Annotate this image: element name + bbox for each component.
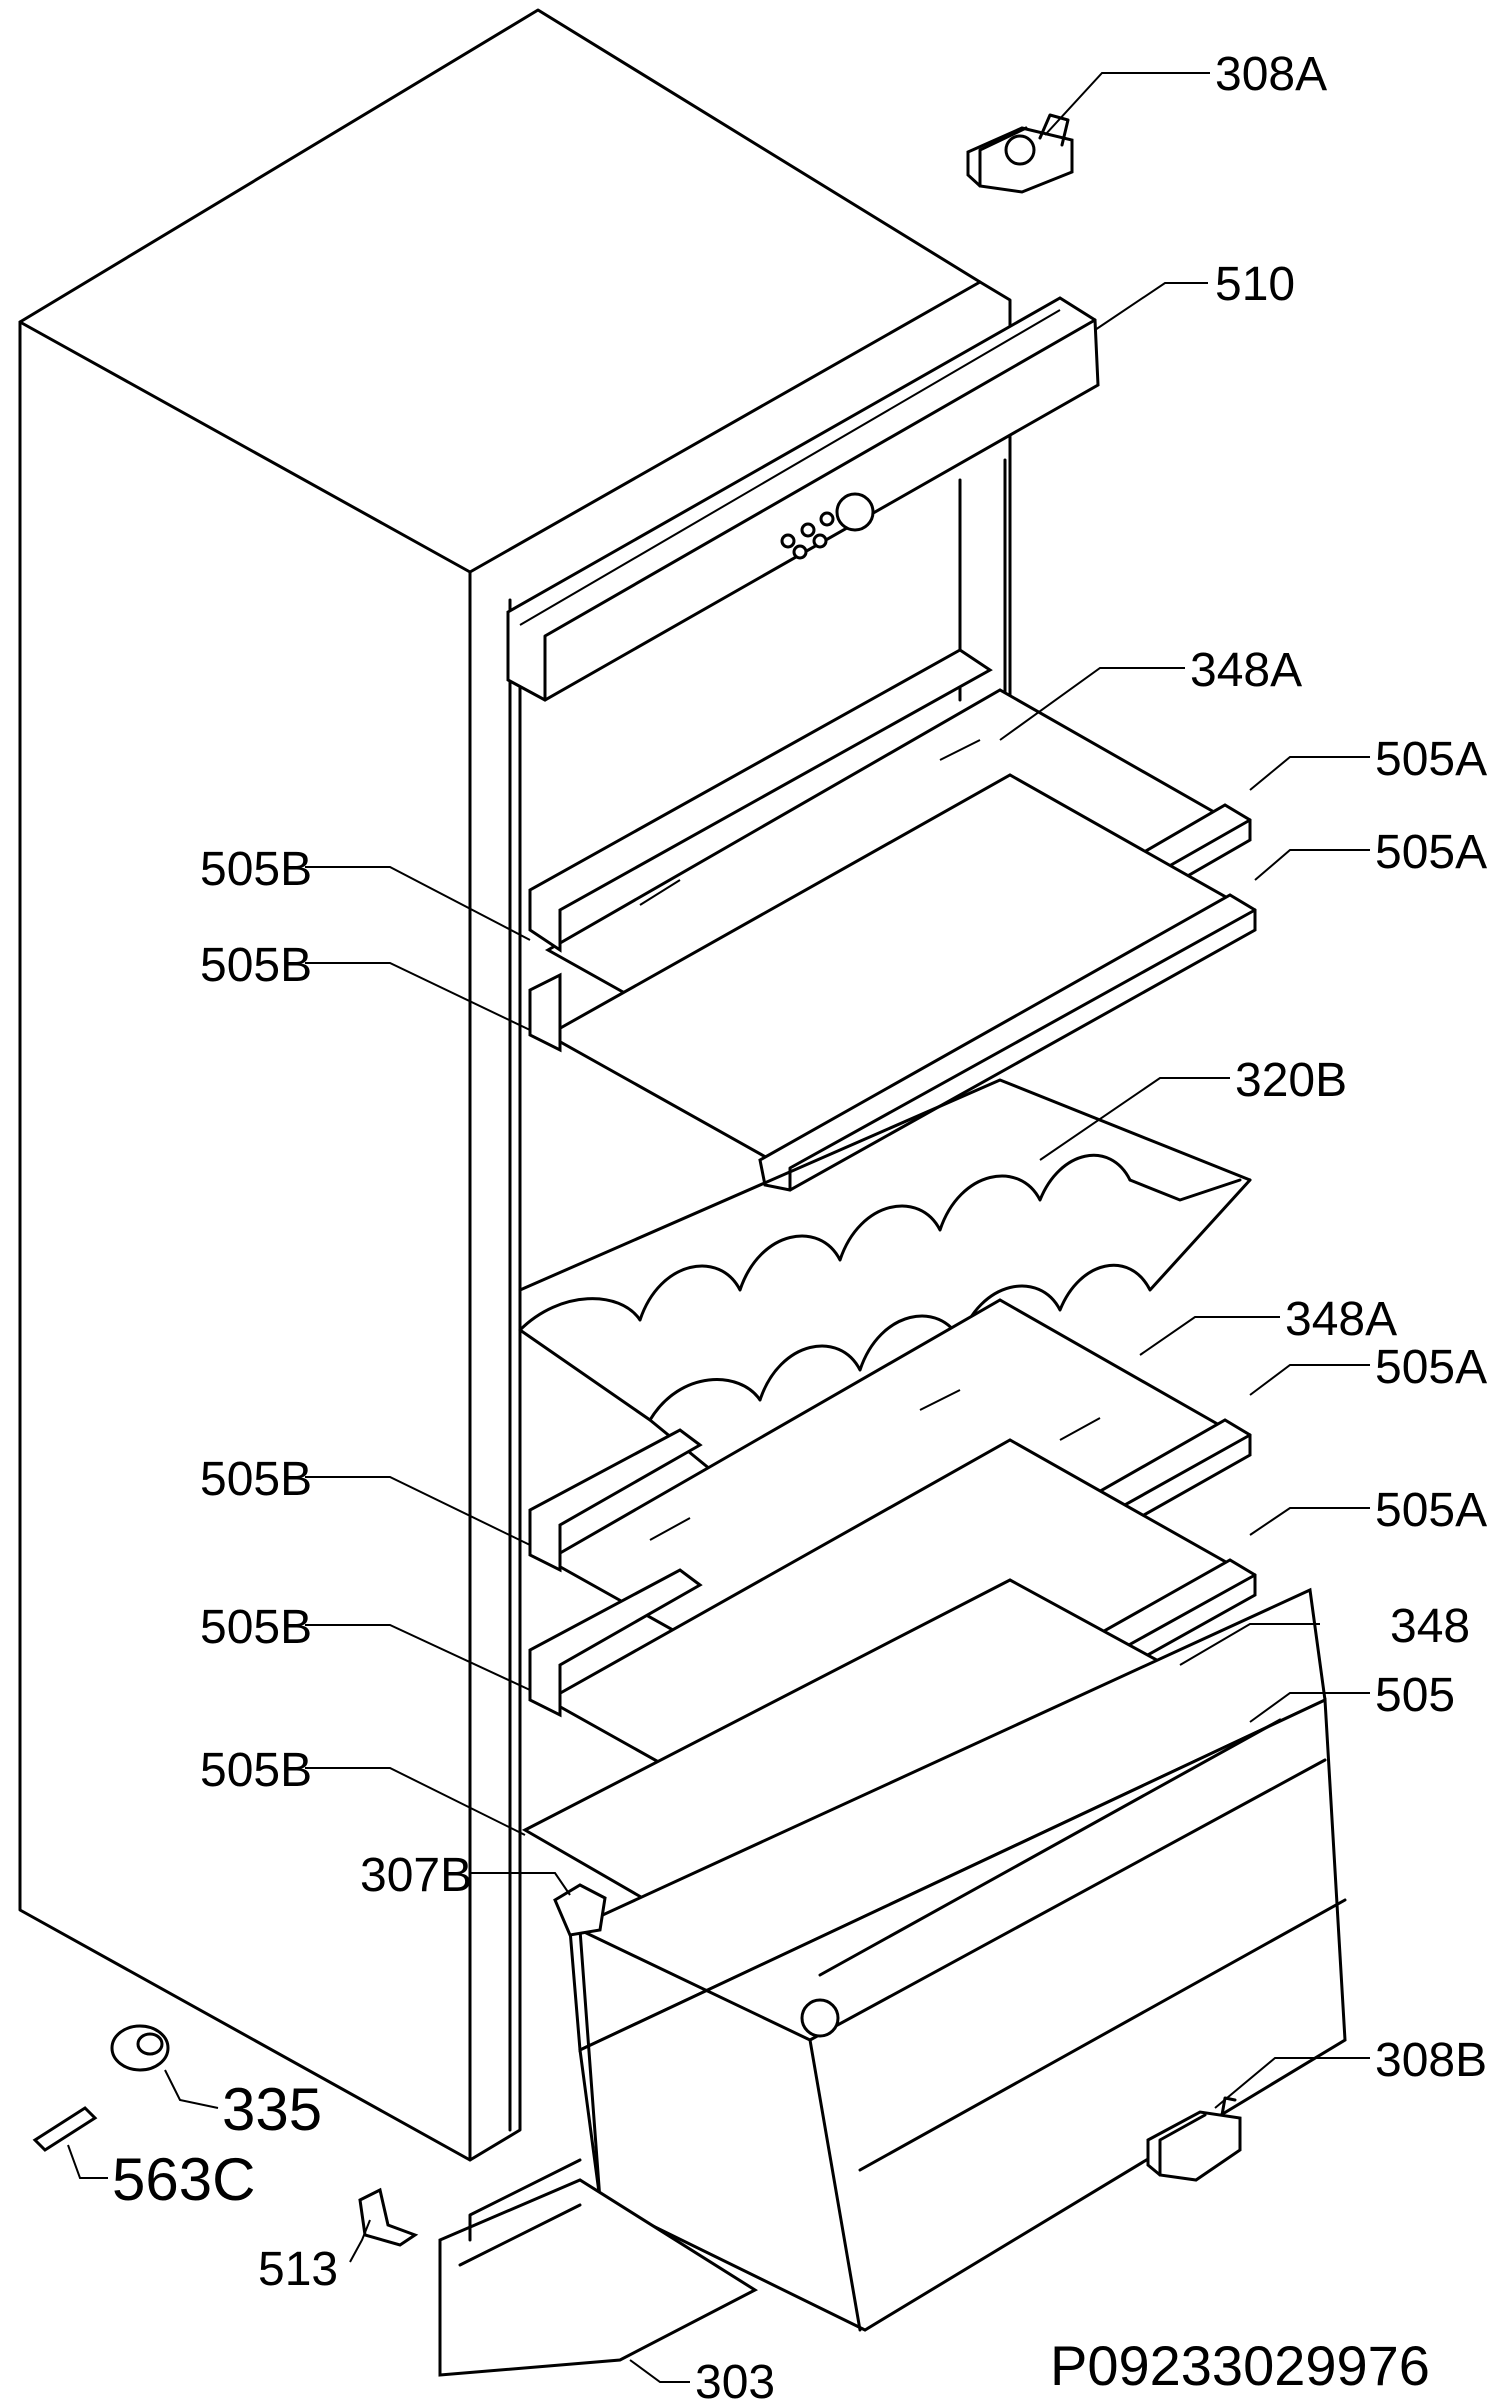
callout-348: 348 bbox=[1390, 1600, 1470, 1653]
foot-part bbox=[110, 2024, 170, 2072]
shelf-trim-rear-1-part bbox=[528, 648, 993, 953]
leader-lines bbox=[67, 72, 1370, 2383]
callout-505b-4: 505B bbox=[200, 1601, 312, 1654]
callout-303: 303 bbox=[695, 2356, 775, 2400]
document-number: P09233029976 bbox=[1050, 2334, 1430, 2397]
callout-510: 510 bbox=[1215, 258, 1295, 311]
callout-505b-5: 505B bbox=[200, 1744, 312, 1797]
callout-505: 505 bbox=[1375, 1669, 1455, 1722]
callout-505a-4: 505A bbox=[1375, 1484, 1487, 1537]
crisper-drawer-part bbox=[568, 1587, 1347, 2332]
hinge-bottom-part bbox=[1146, 2096, 1242, 2182]
callout-348a-upper: 348A bbox=[1190, 644, 1302, 697]
callout-308a: 308A bbox=[1215, 48, 1327, 101]
callout-308b: 308B bbox=[1375, 2034, 1487, 2087]
callout-505a-1: 505A bbox=[1375, 733, 1487, 786]
callout-335: 335 bbox=[222, 2076, 322, 2143]
shelf-trim-rear-4-part bbox=[528, 1568, 703, 1718]
crisper-bracket-part bbox=[553, 1883, 840, 2038]
hinge-top-part bbox=[966, 113, 1074, 194]
control-panel-part bbox=[506, 296, 1100, 702]
cabinet-body bbox=[18, 8, 1012, 2162]
shelf-trim-rear-3-part bbox=[528, 1428, 703, 1573]
callout-505b-1: 505B bbox=[200, 843, 312, 896]
callout-505a-2: 505A bbox=[1375, 826, 1487, 879]
pin-part bbox=[32, 2106, 98, 2152]
shelf-trim-front-2-part bbox=[758, 893, 1257, 1192]
callout-513: 513 bbox=[258, 2243, 338, 2296]
callout-348a-lower: 348A bbox=[1285, 1293, 1397, 1346]
callout-320b: 320B bbox=[1235, 1054, 1347, 1107]
part-callouts: 308A 510 348A 505A 505A 505B 505B 320B 3… bbox=[112, 48, 1487, 2400]
callout-563c: 563C bbox=[112, 2146, 255, 2213]
callout-505b-2: 505B bbox=[200, 939, 312, 992]
plinth-part bbox=[438, 2158, 759, 2377]
callout-307b: 307B bbox=[360, 1849, 472, 1902]
shelf-trim-rear-2-part bbox=[528, 972, 562, 1053]
clip-part bbox=[358, 2187, 419, 2247]
callout-505b-3: 505B bbox=[200, 1453, 312, 1506]
callout-505a-3: 505A bbox=[1375, 1341, 1487, 1394]
